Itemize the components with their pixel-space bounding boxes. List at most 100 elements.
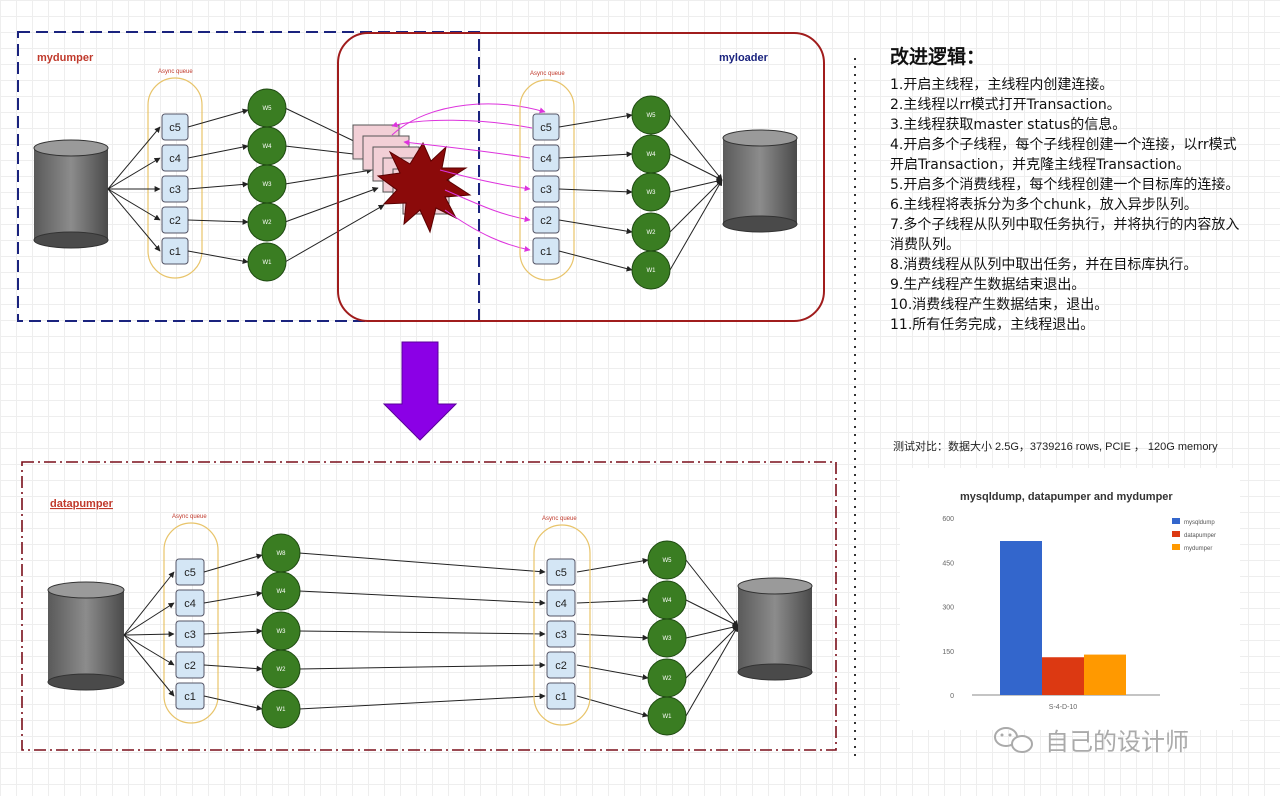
datapumper-label: datapumper: [50, 498, 114, 510]
logic-step: 5.开启多个消费线程，每个线程创建一个目标库的连接。: [890, 177, 1240, 193]
legend-label: mydumper: [1184, 546, 1212, 552]
svg-text:W2: W2: [647, 230, 657, 236]
logic-panel: 改进逻辑： 1.开启主线程，主线程内创建连接。2.主线程以rr模式打开Trans…: [890, 46, 1275, 335]
logic-step: 6.主线程将表拆分为多个chunk，放入异步队列。: [890, 197, 1198, 213]
chart-title: mysqldump, datapumper and mydumper: [960, 491, 1173, 503]
x-tick-label: S-4-D-10: [1049, 704, 1078, 711]
y-tick-label: 300: [942, 605, 954, 612]
svg-text:c1: c1: [169, 246, 181, 258]
svg-text:c2: c2: [169, 215, 181, 227]
legend-label: mysqldump: [1184, 520, 1215, 526]
bottom-flow-arrows: [123, 552, 739, 718]
wechat-icon: [994, 727, 1033, 753]
bar-mydumper: [1084, 654, 1126, 695]
queue-column-top-right: c5 c4 c3 c2 c1: [532, 113, 560, 265]
svg-text:W4: W4: [277, 589, 287, 595]
async-queue-outline-bottom-left: [163, 522, 219, 724]
svg-text:c3: c3: [184, 629, 196, 641]
mydumper-frame: [17, 31, 480, 322]
svg-text:W1: W1: [277, 707, 287, 713]
logic-steps: 1.开启主线程，主线程内创建连接。2.主线程以rr模式打开Transaction…: [890, 75, 1275, 335]
async-queue-label: Async queue: [542, 516, 577, 522]
bar-mysqldump: [1000, 541, 1042, 695]
svg-text:c5: c5: [184, 567, 196, 579]
svg-text:W5: W5: [647, 113, 657, 119]
chunk-to-queue-lines: [391, 103, 546, 252]
async-queue-outline-bottom-right: [533, 524, 591, 726]
target-database-bottom: [737, 577, 813, 681]
svg-text:c3: c3: [555, 629, 567, 641]
svg-text:c3: c3: [169, 184, 181, 196]
y-tick-label: 150: [942, 649, 954, 656]
logic-step: 9.生产线程产生数据结束退出。: [890, 277, 1086, 293]
logic-title: 改进逻辑：: [890, 46, 986, 68]
benchmark-bar-chart: mysqldump, datapumper and mydumper 0 150 3…: [900, 468, 1240, 730]
svg-text:c1: c1: [184, 691, 196, 703]
legend-swatch: [1172, 518, 1180, 524]
burst-star-shape: [376, 141, 472, 234]
svg-text:W1: W1: [647, 268, 657, 274]
datapumper-frame: [21, 461, 837, 751]
svg-text:W1: W1: [263, 260, 273, 266]
svg-text:c4: c4: [555, 598, 567, 610]
async-queue-label: Async queue: [158, 69, 193, 75]
svg-text:c4: c4: [540, 153, 552, 165]
svg-text:W2: W2: [277, 667, 287, 673]
svg-text:W3: W3: [277, 629, 287, 635]
logic-step: 1.开启主线程，主线程内创建连接。: [890, 77, 1114, 93]
svg-text:c2: c2: [540, 215, 552, 227]
svg-text:W3: W3: [647, 190, 657, 196]
svg-text:W5: W5: [663, 558, 673, 564]
bar-datapumper: [1042, 657, 1084, 695]
svg-text:c5: c5: [540, 122, 552, 134]
queue-column-top-left: c5 c4 c3 c2 c1: [161, 113, 189, 265]
logic-step: 3.主线程获取master status的信息。: [890, 117, 1127, 133]
mydumper-label: mydumper: [37, 52, 94, 64]
y-tick-label: 0: [950, 693, 954, 700]
legend-label: datapumper: [1184, 533, 1216, 539]
queue-column-bottom-left: c5 c4 c3 c2 c1: [175, 558, 205, 710]
transition-arrow-down: [382, 341, 458, 441]
chart-legend: mysqldump datapumper mydumper: [1172, 518, 1216, 552]
legend-swatch: [1172, 544, 1180, 550]
svg-text:c1: c1: [540, 246, 552, 258]
svg-text:W8: W8: [277, 551, 287, 557]
worker-column-bottom-right: W5 W4 W3 W2 W1: [647, 540, 687, 736]
svg-text:W4: W4: [263, 144, 273, 150]
comparison-caption: 测试对比：数据大小 2.5G，3739216 rows, PCIE ， 120G…: [893, 439, 1218, 453]
async-queue-label: Async queue: [530, 71, 565, 77]
svg-text:W4: W4: [647, 152, 657, 158]
worker-column-top-left: W5 W4 W3 W2 W1: [247, 88, 287, 282]
svg-text:W3: W3: [663, 636, 673, 642]
y-tick-label: 600: [942, 516, 954, 523]
logic-step: 8.消费线程从队列中取出任务，并在目标库执行。: [890, 257, 1198, 273]
watermark-text: 自己的设计师: [1045, 729, 1189, 756]
worker-column-bottom-left: W8 W4 W3 W2 W1: [261, 533, 301, 729]
logic-step: 4.开启多个子线程，每个子线程创建一个连接，以rr模式: [890, 137, 1237, 153]
async-queue-outline-top-right: [519, 79, 575, 281]
svg-text:c4: c4: [184, 598, 196, 610]
legend-swatch: [1172, 531, 1180, 537]
worker-column-top-right: W5 W4 W3 W2 W1: [631, 95, 671, 290]
svg-text:c2: c2: [184, 660, 196, 672]
svg-text:W3: W3: [263, 182, 273, 188]
queue-to-worker-arrows-top-right: [558, 112, 723, 272]
source-database-bottom: [47, 581, 125, 691]
svg-text:W2: W2: [263, 220, 273, 226]
svg-text:W5: W5: [263, 106, 273, 112]
logic-step: 7.多个子线程从队列中取任务执行，并将执行的内容放入: [890, 217, 1240, 233]
svg-text:c1: c1: [555, 691, 567, 703]
target-database-top: [722, 129, 798, 233]
queue-column-bottom-right: c5 c4 c3 c2 c1: [546, 558, 576, 710]
logic-step: 开启Transaction，并克隆主线程Transaction。: [890, 157, 1191, 173]
logic-step: 消费队列。: [890, 237, 960, 253]
svg-text:c2: c2: [555, 660, 567, 672]
y-tick-label: 450: [942, 560, 954, 567]
svg-text:c3: c3: [540, 184, 552, 196]
svg-text:c4: c4: [169, 153, 181, 165]
async-queue-label: Async queue: [172, 514, 207, 520]
svg-text:c5: c5: [555, 567, 567, 579]
watermark: 自己的设计师: [994, 727, 1189, 756]
svg-text:c5: c5: [169, 122, 181, 134]
svg-text:W4: W4: [663, 598, 673, 604]
